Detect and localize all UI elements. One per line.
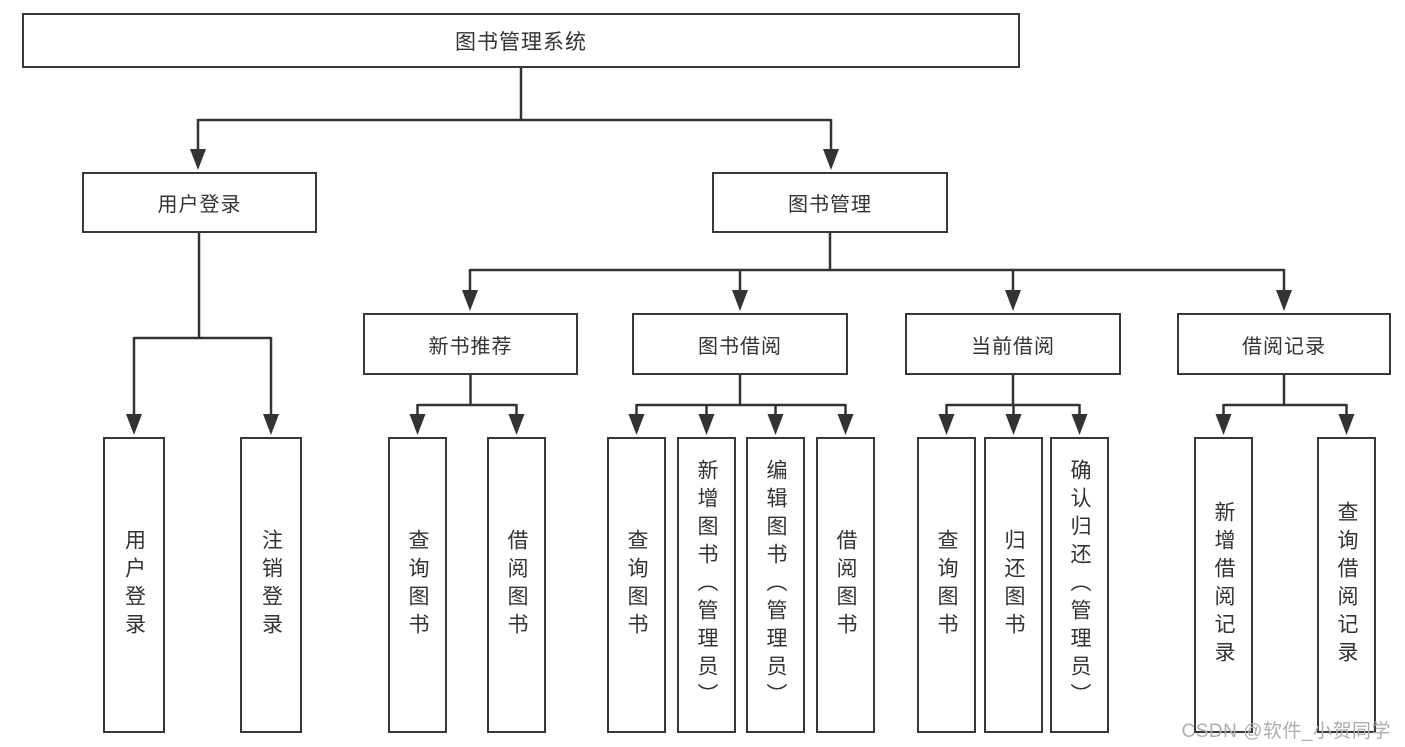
connector-bookborrow-to-leaves — [628, 375, 854, 435]
connector-bookmgmt-to-level3 — [462, 233, 1292, 311]
node-borrow-records: 借阅记录 — [1177, 313, 1391, 375]
arrowhead — [732, 290, 748, 311]
arrowhead — [698, 414, 715, 435]
arrowhead — [823, 149, 839, 170]
arrowhead — [409, 414, 426, 435]
node-book-borrow: 图书借阅 — [632, 313, 848, 375]
arrowhead — [126, 414, 142, 435]
node-book-management: 图书管理 — [712, 172, 948, 233]
node-label: 用户登录 — [122, 529, 146, 641]
node-label: 图书管理 — [788, 194, 872, 216]
connector-root-to-level2 — [190, 68, 839, 170]
node-label: 新书推荐 — [428, 335, 513, 358]
node-label: 借阅记录 — [1242, 335, 1326, 358]
csdn-watermark: CSDN @软件_小贺同学 — [1181, 721, 1391, 742]
node-cb-query-book: 查询图书 — [917, 437, 976, 733]
arrowhead — [1071, 414, 1088, 435]
node-label: 查询图书 — [935, 529, 958, 641]
connector-borrowrecords-to-leaves — [1215, 375, 1355, 435]
node-label: 借阅图书 — [834, 529, 857, 641]
node-label: 图书管理系统 — [455, 30, 587, 54]
node-leaf-logout: 注销登录 — [240, 437, 302, 733]
node-label: 用户登录 — [157, 194, 242, 216]
connector-newbook-to-leaves — [409, 375, 525, 435]
connector-currentborrow-to-leaves — [938, 375, 1088, 435]
node-user-login: 用户登录 — [82, 172, 317, 233]
node-leaf-user-login: 用户登录 — [103, 437, 165, 733]
node-br-query-record: 查询借阅记录 — [1317, 437, 1376, 733]
node-label: 注销登录 — [259, 529, 283, 641]
node-root: 图书管理系统 — [22, 13, 1020, 68]
arrowhead — [628, 414, 645, 435]
node-label: 确认归还（管理员） — [1068, 459, 1091, 711]
arrowhead — [462, 290, 478, 311]
node-label: 归还图书 — [1002, 529, 1025, 641]
node-label: 查询图书 — [625, 529, 648, 641]
arrowhead — [190, 149, 206, 170]
arrowhead — [1005, 290, 1021, 311]
arrowhead — [767, 414, 784, 435]
node-current-borrow: 当前借阅 — [905, 313, 1121, 375]
node-label: 查询图书 — [406, 529, 429, 641]
node-label: 当前借阅 — [971, 335, 1055, 358]
arrowhead — [837, 414, 854, 435]
node-bb-edit-book-admin: 编辑图书（管理员） — [746, 437, 805, 733]
arrowhead — [263, 414, 279, 435]
node-label: 新增图书（管理员） — [695, 459, 718, 711]
arrowhead — [938, 414, 955, 435]
arrowhead — [1338, 414, 1355, 435]
node-nb-borrow-book: 借阅图书 — [487, 437, 546, 733]
connector-userlogin-to-leaves — [126, 233, 279, 435]
node-cb-confirm-return-admin: 确认归还（管理员） — [1050, 437, 1109, 733]
arrowhead — [508, 414, 525, 435]
node-bb-add-book-admin: 新增图书（管理员） — [677, 437, 736, 733]
arrowhead — [1215, 414, 1232, 435]
node-bb-borrow-book: 借阅图书 — [816, 437, 875, 733]
node-label: 借阅图书 — [505, 529, 528, 641]
arrowhead — [1276, 290, 1292, 311]
arrowhead — [1005, 414, 1022, 435]
node-cb-return-book: 归还图书 — [984, 437, 1043, 733]
node-label: 图书借阅 — [698, 335, 782, 358]
node-br-add-record: 新增借阅记录 — [1194, 437, 1253, 733]
node-label: 新增借阅记录 — [1212, 501, 1235, 669]
node-bb-query-book: 查询图书 — [607, 437, 666, 733]
node-label: 查询借阅记录 — [1335, 501, 1358, 669]
node-label: 编辑图书（管理员） — [764, 459, 787, 711]
node-nb-query-book: 查询图书 — [388, 437, 447, 733]
node-new-book-recommend: 新书推荐 — [363, 313, 578, 375]
